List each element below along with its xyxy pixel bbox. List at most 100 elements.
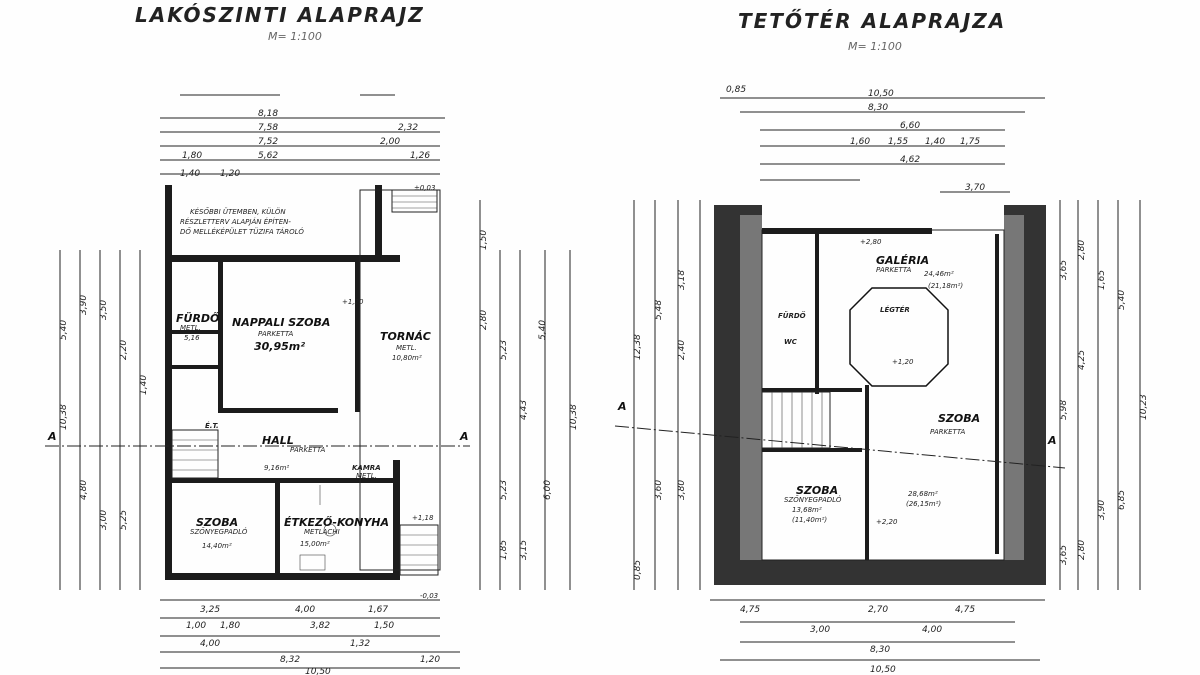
room-szoba2-name: SZOBA	[796, 484, 838, 497]
dim-bottom-5: 1,80	[220, 621, 240, 631]
room-galeria-floor: PARKETTA	[876, 266, 911, 274]
dim-top-2: 7,58	[258, 123, 278, 133]
room-etkezo-area: 15,00m²	[300, 540, 330, 548]
right-section-marker-a: A	[617, 400, 627, 413]
room-szoba2-floor: SZŐNYEGPADLÓ	[784, 495, 842, 504]
dim-rr-2: 2,80	[1077, 240, 1087, 260]
attic-stairs	[761, 391, 831, 449]
room-legter-name: LÉGTÉR	[880, 305, 910, 314]
dim-right-1: 1,50	[479, 230, 489, 250]
dim-left-3: 3,50	[99, 300, 109, 320]
room-kamra-name: KAMRA	[352, 464, 381, 472]
dim-r-top-7: 1,55	[888, 137, 908, 147]
dim-rl-4: 12,38	[633, 334, 643, 360]
right-right-dimensions: 3,65 2,80 1,65 5,40 4,25 5,98 10,23 6,85…	[1059, 200, 1149, 590]
dim-top-1: 8,18	[258, 109, 278, 119]
dim-bottom-12: 10,50	[305, 667, 331, 675]
dim-bottom-2: 4,00	[295, 605, 315, 615]
height-mark-3: -0,03	[420, 592, 438, 600]
left-section-marker-a: A	[47, 430, 57, 443]
left-section-marker-a-right: A	[459, 430, 469, 443]
room-etkezo-floor: METLACHI	[304, 528, 340, 536]
room-galeria-area: 24,46m²	[924, 270, 954, 278]
dim-left-6: 10,38	[59, 404, 69, 430]
dim-rl-5: 3,60	[654, 480, 664, 500]
right-top-dimensions: 10,50 8,30 6,60 4,62 3,70 1,60 1,55 1,40…	[720, 85, 1045, 193]
dim-left-7: 3,00	[99, 510, 109, 530]
dim-r-top-10: 0,85	[726, 85, 746, 95]
room-szoba2-sub: (11,40m²)	[792, 516, 827, 524]
room-tornac-area: 10,80m²	[392, 354, 422, 362]
dim-top-4: 5,62	[258, 151, 278, 161]
room-furdo-floor: METL.	[180, 324, 201, 332]
legter-octagon	[849, 287, 949, 387]
room-etkezo-name: ÉTKEZŐ-KONYHA	[284, 515, 389, 529]
room-hall-name: HALL	[262, 434, 294, 447]
dim-right-4: 2,80	[479, 310, 489, 330]
right-section-marker-a-right: A	[1047, 434, 1057, 447]
room-wc-right: WC	[784, 338, 798, 346]
room-szoba-area: 14,40m²	[202, 542, 232, 550]
left-note-line-3: DŐ MELLÉKÉPÜLET TÜZIFA TÁROLÓ	[180, 227, 304, 236]
dim-rb-1: 4,75	[740, 605, 760, 615]
dim-left-5: 1,40	[139, 375, 149, 395]
room-kamra-floor: METL.	[356, 472, 377, 480]
room-et-name: É.T.	[205, 421, 219, 430]
room-nappali-name: NAPPALI SZOBA	[232, 316, 330, 329]
left-bottom-dimensions: 3,25 4,00 1,67 1,00 1,80 3,82 1,50 4,00 …	[160, 599, 460, 675]
dim-r-top-2: 8,30	[868, 103, 888, 113]
dim-bottom-3: 1,67	[368, 605, 388, 615]
left-plan-outline	[171, 189, 441, 576]
dim-left-1: 5,40	[59, 320, 69, 340]
dim-rr-4: 5,40	[1117, 290, 1127, 310]
dim-top-6: 2,00	[380, 137, 400, 147]
left-top-dimensions: 8,18 7,58 7,52 5,62 2,32 2,00 1,26 1,80 …	[160, 94, 445, 179]
dim-r-top-1: 10,50	[868, 89, 894, 99]
dim-rr-12: 3,65	[1059, 545, 1069, 565]
dim-r-top-9: 1,75	[960, 137, 980, 147]
dim-rb-7: 10,50	[870, 665, 896, 675]
dim-rl-2: 3,18	[677, 270, 687, 290]
dim-top-8: 1,80	[182, 151, 202, 161]
dim-rr-8: 10,23	[1139, 394, 1149, 420]
dim-top-10: 1,20	[220, 169, 240, 179]
dim-top-7: 1,26	[410, 151, 430, 161]
room-furdo-area: 5,16	[184, 334, 200, 342]
r-height-2: +2,80	[860, 238, 882, 246]
dim-rl-8: 0,85	[633, 560, 643, 580]
dim-top-5: 2,32	[398, 123, 418, 133]
dim-rb-5: 4,00	[922, 625, 942, 635]
dim-rr-6: 5,98	[1059, 400, 1069, 420]
left-side-dimensions: 5,40 3,90 3,50 2,20 1,40 10,38 3,00 5,25…	[59, 250, 149, 590]
left-note-line-1: KÉSŐBBI ÜTEMBEN, KÜLÖN	[190, 207, 286, 216]
dim-left-9: 4,80	[79, 480, 89, 500]
left-note-line-2: RÉSZLETTERV ALAPJÁN ÉPÍTEN-	[180, 217, 291, 226]
room-szoba-name: SZOBA	[196, 516, 238, 529]
right-plan-scale: M= 1:100	[848, 40, 902, 53]
dim-right-11: 5,23	[499, 480, 509, 500]
room-furdo-right: FÜRDŐ	[778, 311, 806, 320]
room-szoba2-area: 13,68m²	[792, 506, 822, 514]
attic-roof-walls	[714, 205, 1046, 585]
dim-right-2: 5,23	[499, 340, 509, 360]
room-nappali-area: 30,95m²	[254, 340, 305, 353]
dim-r-top-8: 1,40	[925, 137, 945, 147]
left-plan-right-dimensions: 1,50 5,23 5,40 2,80 4,43 3,15 1,85 6,00 …	[479, 200, 579, 590]
dim-right-10: 10,38	[569, 404, 579, 430]
room-tornac-name: TORNÁC	[380, 330, 431, 343]
dim-rr-3: 1,65	[1097, 270, 1107, 290]
right-plan-title: TETŐTÉR ALAPRAJZA	[738, 9, 1006, 33]
room-szoba1-floor: PARKETTA	[930, 428, 965, 436]
room-nappali-floor: PARKETTA	[258, 330, 293, 338]
dim-right-8: 1,85	[499, 540, 509, 560]
room-szoba-floor: SZŐNYEGPADLÓ	[190, 527, 248, 536]
dim-bottom-7: 1,50	[374, 621, 394, 631]
dim-top-9: 1,40	[180, 169, 200, 179]
dim-rl-1: 5,48	[654, 300, 664, 320]
dim-r-top-3: 6,60	[900, 121, 920, 131]
r-height-1: +1,20	[892, 358, 914, 366]
dim-bottom-6: 3,82	[310, 621, 330, 631]
dim-left-2: 3,90	[79, 295, 89, 315]
left-plan-walls	[165, 185, 400, 580]
